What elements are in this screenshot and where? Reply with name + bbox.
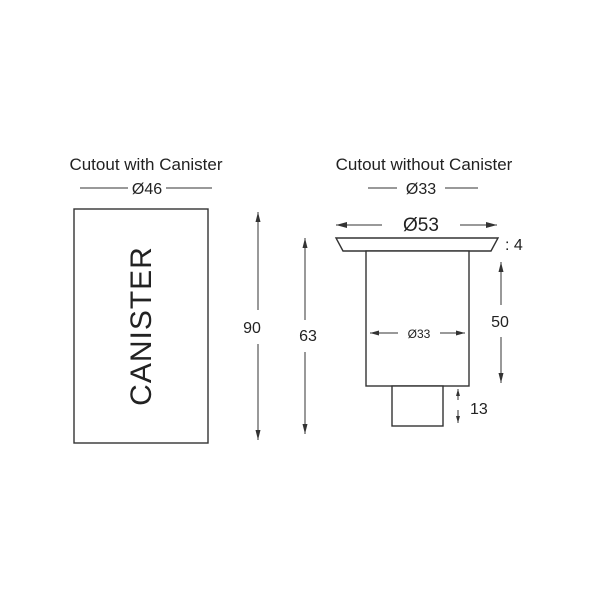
left-view: Cutout with Canister Ø46 CANISTER 90 63	[69, 155, 317, 444]
flange-diameter-label: Ø53	[403, 215, 439, 236]
flange-shape	[334, 237, 500, 252]
left-title: Cutout with Canister	[69, 155, 222, 174]
body-height-dimension: 50	[491, 262, 509, 383]
right-cutout-diameter: Ø33	[406, 181, 436, 198]
body-diameter-label: Ø33	[408, 327, 431, 341]
flange-diameter-dimension: Ø53	[336, 215, 497, 236]
body-shape	[365, 250, 470, 387]
height-90-dimension: 90	[243, 212, 261, 440]
body-diameter-dimension: Ø33	[370, 327, 465, 341]
height-total-label: 90	[243, 320, 261, 337]
height-inner-label: 63	[299, 328, 317, 345]
height-63-dimension: 63	[299, 238, 317, 434]
left-diameter-dimension: Ø46	[80, 181, 212, 198]
right-title: Cutout without Canister	[336, 155, 513, 174]
right-view: Cutout without Canister Ø33 Ø53 : 4 Ø33	[334, 155, 523, 427]
left-cutout-diameter: Ø46	[132, 181, 162, 198]
flange-thickness-label: : 4	[505, 237, 523, 254]
canister-label: CANISTER	[125, 246, 158, 406]
base-height-dimension: 13	[456, 389, 488, 423]
flange-thickness-dimension: : 4	[505, 237, 523, 254]
base-height-label: 13	[470, 401, 488, 418]
canister-rect	[73, 208, 209, 444]
right-cutout-diameter-dimension: Ø33	[368, 181, 478, 198]
base-shape	[391, 385, 444, 427]
body-height-label: 50	[491, 314, 509, 331]
